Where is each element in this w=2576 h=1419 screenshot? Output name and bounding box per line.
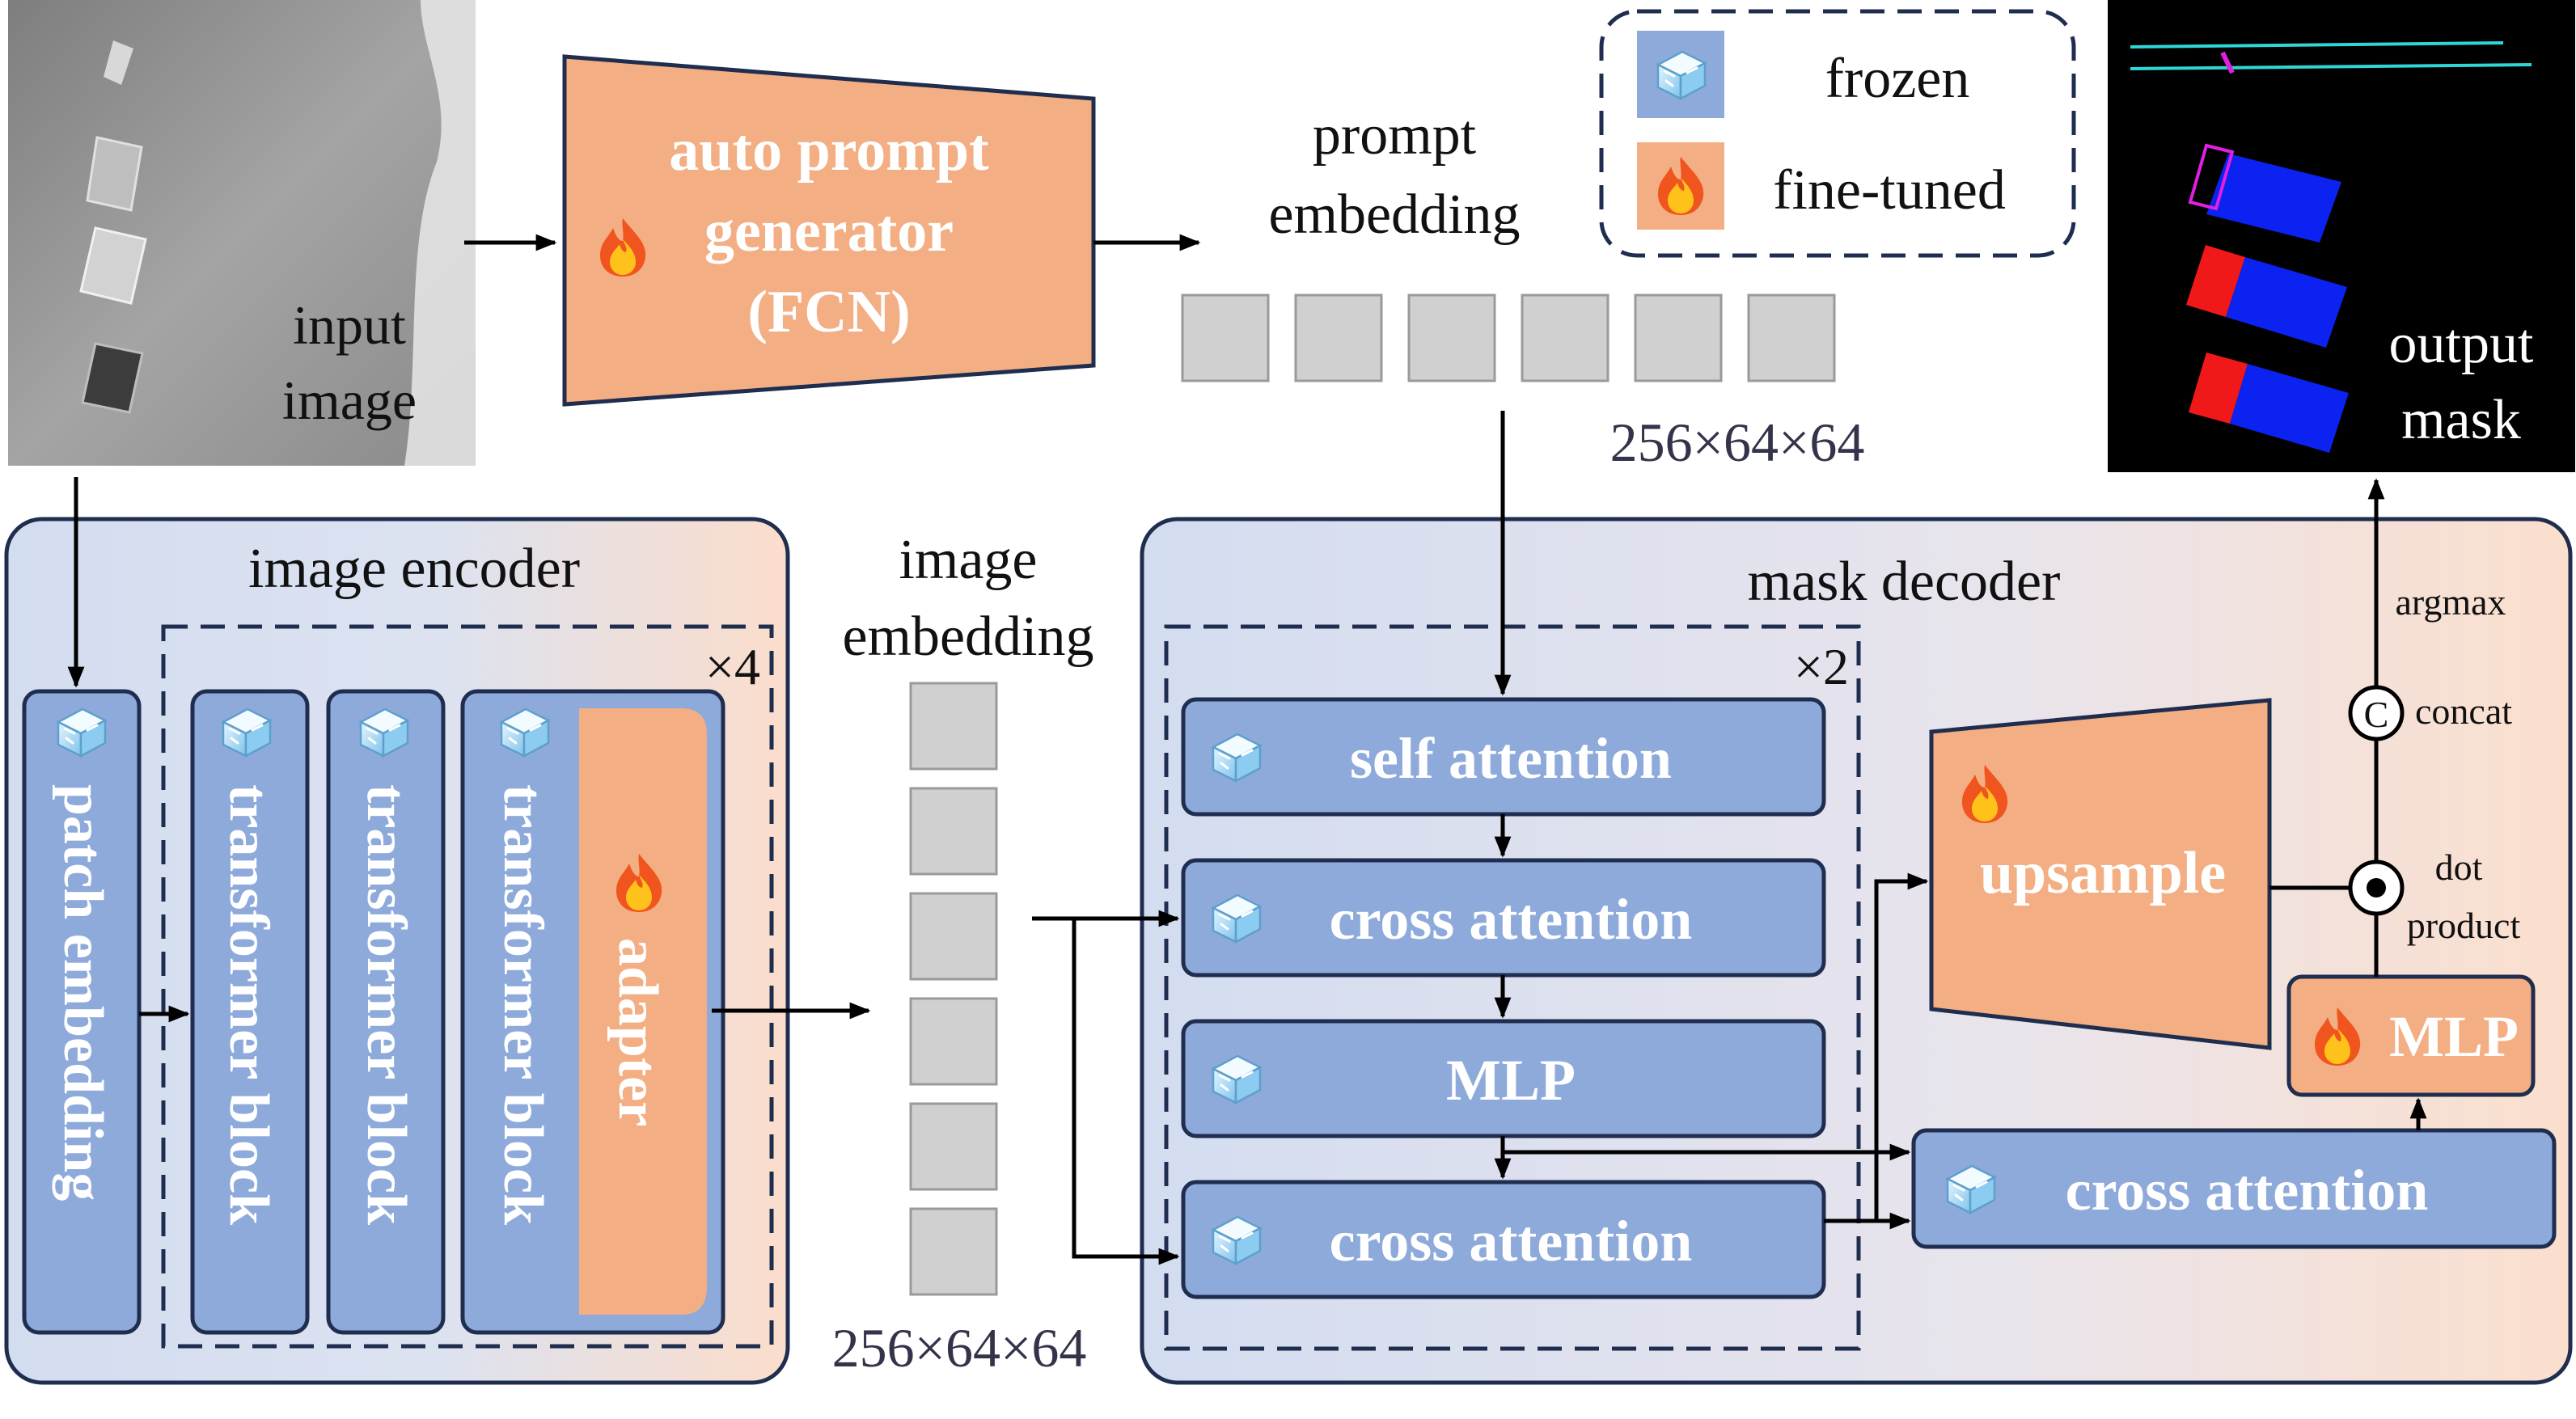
legend: frozen fine-tuned <box>1599 9 2076 258</box>
dot-product-node <box>2348 859 2405 916</box>
prompt-token <box>1634 294 1723 382</box>
transformer-block-label: transformer block <box>492 784 554 1225</box>
mask-decoder-title: mask decoder <box>1748 551 2061 613</box>
output-mask-line2: mask <box>2401 389 2521 451</box>
prompt-embedding-dims: 256×64×64 <box>1610 412 1865 473</box>
prompt-generator-line1: auto prompt <box>669 117 989 184</box>
head-cross-attention-label: cross attention <box>2066 1158 2429 1223</box>
image-token <box>909 682 998 771</box>
image-token <box>909 892 998 981</box>
concat-node: C <box>2348 685 2405 741</box>
dot-product-line1: dot <box>2435 847 2483 888</box>
legend-fine-tuned-label: fine-tuned <box>1773 159 2006 222</box>
image-token-column <box>909 682 998 1296</box>
legend-frozen-label: frozen <box>1825 48 1970 110</box>
prompt-token <box>1407 294 1496 382</box>
dot-product-line2: product <box>2407 905 2521 946</box>
mlp-block: MLP <box>1181 1019 1826 1138</box>
transformer-block-2: transformer block <box>326 689 446 1335</box>
image-embedding-line1: image <box>899 529 1037 591</box>
prompt-token <box>1747 294 1836 382</box>
image-token <box>909 997 998 1086</box>
decoder-repeat-label: ×2 <box>1794 638 1849 695</box>
image-token <box>909 787 998 876</box>
transformer-block-label: transformer block <box>355 784 417 1225</box>
cross-attention-label: cross attention <box>1330 887 1693 952</box>
encoder-repeat-label: ×4 <box>705 638 760 695</box>
image-embedding: image embedding 256×64×64 <box>832 529 1094 1379</box>
head-mlp-label: MLP <box>2389 1004 2519 1069</box>
adapter-block: adapter <box>579 708 707 1315</box>
head-mlp-block: MLP <box>2286 974 2536 1097</box>
auto-prompt-generator: auto prompt generator (FCN) <box>562 54 1096 407</box>
cross-attention-block-1: cross attention <box>1181 858 1826 978</box>
image-embedding-dims: 256×64×64 <box>832 1317 1087 1379</box>
cross-attention-block-2: cross attention <box>1181 1180 1826 1299</box>
argmax-label: argmax <box>2395 581 2506 623</box>
self-attention-block: self attention <box>1181 697 1826 817</box>
cross-attention-label: cross attention <box>1330 1209 1693 1273</box>
concat-label: concat <box>2415 690 2512 732</box>
arrow-image-embedding-to-cross-2 <box>1072 919 1180 1265</box>
connectors <box>67 234 2427 1265</box>
image-token <box>909 1102 998 1191</box>
prompt-embedding-line2: embedding <box>1268 184 1520 246</box>
arrow-cross-to-upsample <box>1874 872 1929 1221</box>
prompt-token <box>1521 294 1609 382</box>
mask-decoder-panel: mask decoder ×2 self attention cross att… <box>1140 517 2573 1385</box>
self-attention-label: self attention <box>1350 726 1672 791</box>
input-image: input image <box>8 0 476 466</box>
head-cross-attention-block: cross attention <box>1911 1128 2557 1249</box>
prompt-embedding: prompt embedding 256×64×64 <box>1181 104 1865 473</box>
image-token <box>909 1207 998 1296</box>
prompt-token <box>1181 294 1270 382</box>
input-image-label-line1: input <box>293 294 406 356</box>
input-image-label-line2: image <box>282 370 417 431</box>
image-encoder-title: image encoder <box>248 538 580 600</box>
concat-symbol: C <box>2364 694 2389 735</box>
output-mask-line1: output <box>2389 313 2534 375</box>
transformer-block-1: transformer block <box>190 689 310 1335</box>
patch-embedding-block: patch embedding <box>22 689 142 1335</box>
upsample-block: upsample <box>1929 698 2272 1050</box>
prompt-token-row <box>1181 294 1836 382</box>
output-mask: output mask <box>2108 0 2575 472</box>
decoder-repeat-group <box>1164 624 1861 1351</box>
image-encoder-panel: image encoder ×4 patch embedding transfo… <box>4 517 790 1385</box>
transformer-block-label: transformer block <box>218 784 280 1225</box>
adapter-label: adapter <box>607 938 669 1126</box>
encoder-repeat-group <box>161 624 774 1349</box>
image-embedding-line2: embedding <box>842 606 1093 668</box>
patch-embedding-label: patch embedding <box>52 784 114 1201</box>
prompt-embedding-line1: prompt <box>1313 104 1477 167</box>
mlp-label: MLP <box>1446 1048 1576 1113</box>
prompt-generator-line2: generator <box>704 198 954 264</box>
prompt-generator-line3: (FCN) <box>747 279 910 345</box>
prompt-token <box>1294 294 1383 382</box>
upsample-label: upsample <box>1980 840 2226 906</box>
